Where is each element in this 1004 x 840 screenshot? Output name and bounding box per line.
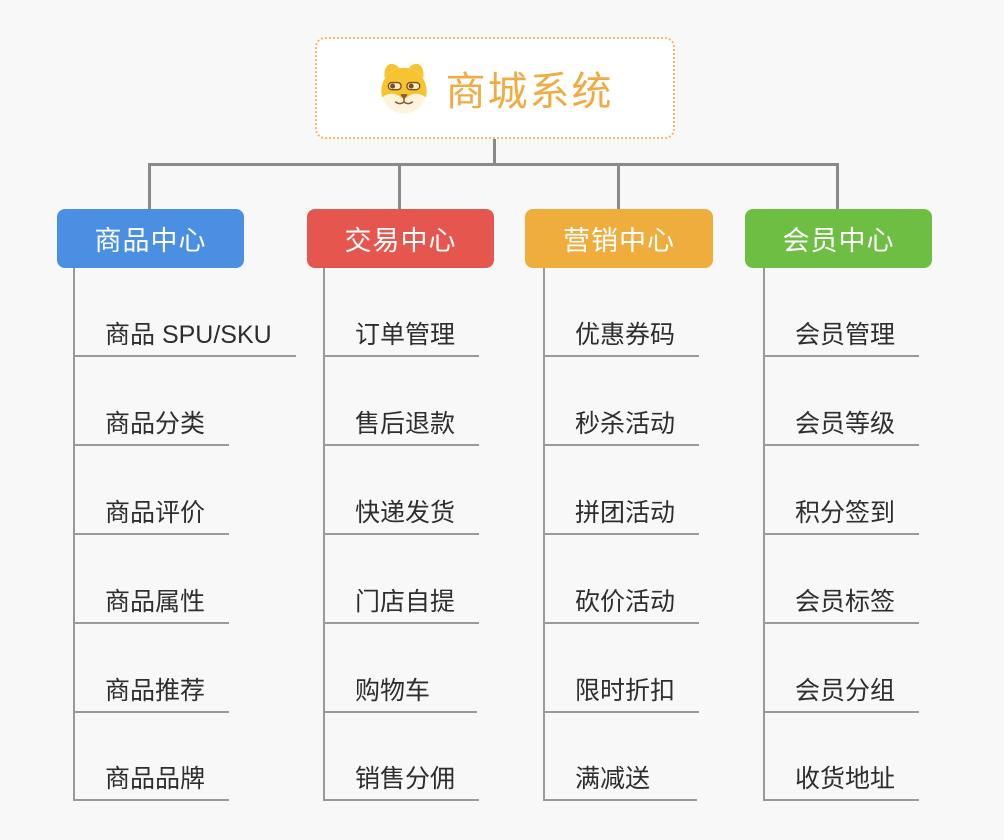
leaf-node[interactable]: 秒杀活动 [543,406,700,446]
leaf-node[interactable]: 砍价活动 [543,584,700,624]
leaf-node[interactable]: 商品属性 [73,584,230,624]
connector-branch-stub [617,165,620,210]
connector-branch-stub [836,165,839,210]
leaf-node[interactable]: 商品评价 [73,495,230,535]
leaf-node[interactable]: 会员等级 [763,406,920,446]
leaf-node[interactable]: 门店自提 [323,584,480,624]
leaf-node[interactable]: 销售分佣 [323,761,480,801]
branch-node-member[interactable]: 会员中心 [745,209,932,268]
connector-root-stub [493,139,496,164]
leaf-node[interactable]: 限时折扣 [543,673,700,713]
root-node[interactable]: 商城系统 [315,37,675,139]
connector-branch-stub [398,165,401,210]
leaf-node[interactable]: 售后退款 [323,406,480,446]
leaf-node[interactable]: 商品推荐 [73,673,230,713]
connector-branch-stub [148,165,151,210]
leaf-node[interactable]: 购物车 [323,673,477,713]
branch-node-product[interactable]: 商品中心 [57,209,244,268]
leaf-node[interactable]: 会员分组 [763,673,920,713]
leaf-node[interactable]: 商品 SPU/SKU [73,317,296,357]
leaf-node[interactable]: 收货地址 [763,761,920,801]
leaf-node[interactable]: 商品品牌 [73,761,230,801]
leaf-node[interactable]: 积分签到 [763,495,920,535]
branch-column-product: 商品 SPU/SKU 商品分类 商品评价 商品属性 商品推荐 商品品牌 [73,268,313,801]
branch-node-trade[interactable]: 交易中心 [307,209,494,268]
leaf-node[interactable]: 满减送 [543,761,697,801]
leaf-node[interactable]: 订单管理 [323,317,480,357]
branch-node-marketing[interactable]: 营销中心 [525,209,713,268]
leaf-node[interactable]: 快递发货 [323,495,480,535]
connector-horizontal [148,163,839,166]
doge-icon [380,63,427,114]
branch-column-trade: 订单管理 售后退款 快递发货 门店自提 购物车 销售分佣 [323,268,563,801]
root-title: 商城系统 [445,70,614,114]
leaf-node[interactable]: 拼团活动 [543,495,700,535]
leaf-node[interactable]: 会员标签 [763,584,920,624]
leaf-node[interactable]: 会员管理 [763,317,920,357]
branch-column-marketing: 优惠券码 秒杀活动 拼团活动 砍价活动 限时折扣 满减送 [543,268,783,801]
leaf-node[interactable]: 优惠券码 [543,317,700,357]
branch-column-member: 会员管理 会员等级 积分签到 会员标签 会员分组 收货地址 [763,268,1003,801]
leaf-node[interactable]: 商品分类 [73,406,230,446]
